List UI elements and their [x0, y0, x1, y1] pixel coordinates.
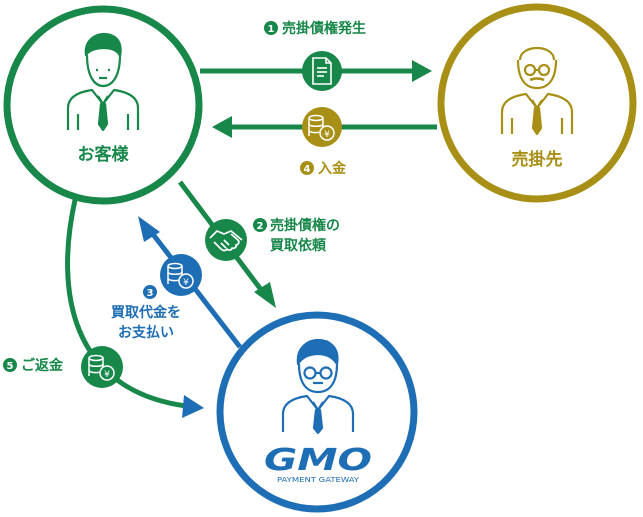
- step2-label-line2: 買取依頼: [270, 237, 327, 254]
- senior-man-icon: [500, 47, 574, 136]
- step4-label: 入金: [318, 160, 347, 177]
- buyer-node: 売掛先: [437, 3, 637, 203]
- step4-number: 4: [304, 164, 311, 175]
- svg-text:¥: ¥: [324, 130, 330, 140]
- businessman-icon: [66, 32, 140, 132]
- coins-icon: ¥: [308, 114, 335, 141]
- buyer-label: 売掛先: [512, 149, 563, 170]
- step1: 1 売掛債権発生: [264, 20, 366, 91]
- step2: 2 売掛債権の 買取依頼: [205, 217, 340, 261]
- step1-number: 1: [268, 24, 275, 35]
- gmo-node: GMO PAYMENT GATEWAY: [216, 311, 418, 513]
- svg-text:¥: ¥: [183, 278, 189, 288]
- step3: ¥ 3 買取代金を お支払い: [111, 254, 202, 341]
- invoice-icon: [312, 57, 332, 85]
- step2-number: 2: [257, 221, 264, 232]
- step5: ¥ 5 ご返金: [3, 346, 123, 388]
- step5-label: ご返金: [21, 357, 64, 374]
- customer-label: お客様: [78, 144, 130, 165]
- coins-icon: ¥: [167, 262, 194, 289]
- arrow-step3: [138, 216, 242, 349]
- glasses-man-icon: [281, 338, 355, 435]
- step5-number: 5: [7, 361, 14, 372]
- svg-text:¥: ¥: [104, 370, 110, 380]
- coins-icon: ¥: [88, 354, 115, 381]
- step4: ¥ 4 入金: [300, 107, 347, 177]
- customer-node: お客様: [3, 5, 203, 205]
- gmo-logo-subtitle: PAYMENT GATEWAY: [277, 476, 360, 484]
- handshake-icon: [209, 230, 243, 252]
- step1-label: 売掛債権発生: [282, 20, 366, 37]
- step3-number: 3: [147, 288, 154, 299]
- step2-label-line1: 売掛債権の: [270, 217, 340, 234]
- step3-label-line1: 買取代金を: [111, 304, 181, 321]
- step3-label-line2: お支払い: [118, 324, 174, 341]
- gmo-logo: GMO: [264, 443, 372, 478]
- arrow-step5: [65, 199, 204, 418]
